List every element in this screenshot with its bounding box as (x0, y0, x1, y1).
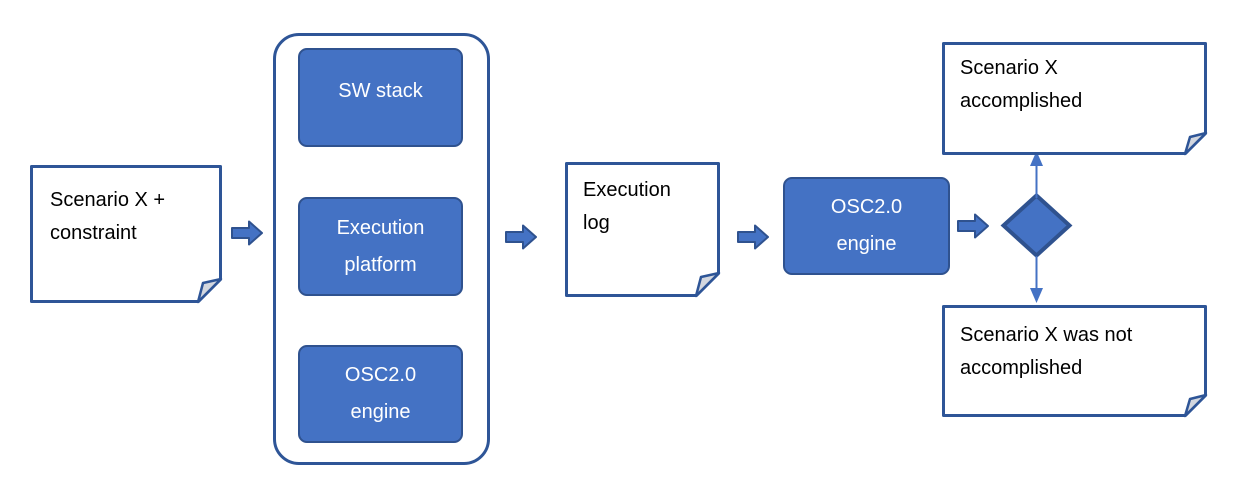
arrow-down-icon (1030, 256, 1043, 303)
folded-page-icon (942, 42, 1208, 156)
arrow-up-icon (1030, 151, 1043, 198)
decision-diamond-icon (1000, 192, 1073, 259)
box-label-line: engine (836, 233, 897, 255)
box-label-line: platform (344, 253, 417, 276)
block-arrow-right-icon (737, 224, 769, 250)
block-arrow-right-icon (231, 220, 263, 246)
box-label-line: Execution (336, 216, 425, 239)
folded-page-icon (30, 165, 223, 304)
note-text-line: constraint (50, 222, 137, 244)
system-group-container (273, 33, 490, 465)
note-text-line: accomplished (960, 357, 1083, 379)
note-text-line: Scenario X was not (960, 324, 1133, 346)
box-osc-engine-main: OSC2.0 engine (783, 177, 950, 275)
box-sw-stack: SW stack (298, 48, 463, 147)
box-label: SW stack (338, 80, 423, 102)
box-label-line: OSC2.0 (344, 364, 417, 386)
block-arrow-right-icon (505, 224, 537, 250)
note-text-line: Execution (583, 179, 671, 201)
block-arrow-right-icon (957, 213, 989, 239)
note-text-line: Scenario X (960, 57, 1058, 79)
note-execution-log: Execution log (565, 162, 721, 298)
box-osc-engine-inner: OSC2.0 engine (298, 345, 463, 443)
note-text-line: Scenario X + (50, 189, 166, 211)
box-label-line: OSC2.0 (830, 196, 903, 218)
note-scenario-input: Scenario X + constraint (30, 165, 223, 304)
folded-page-icon (942, 305, 1208, 418)
note-accomplished: Scenario X accomplished (942, 42, 1208, 156)
box-execution-platform: Execution platform (298, 197, 463, 296)
note-text-line: log (583, 212, 610, 234)
note-text-line: accomplished (960, 90, 1083, 112)
box-label-line: engine (350, 401, 411, 423)
note-not-accomplished: Scenario X was not accomplished (942, 305, 1208, 418)
folded-page-icon (565, 162, 721, 298)
